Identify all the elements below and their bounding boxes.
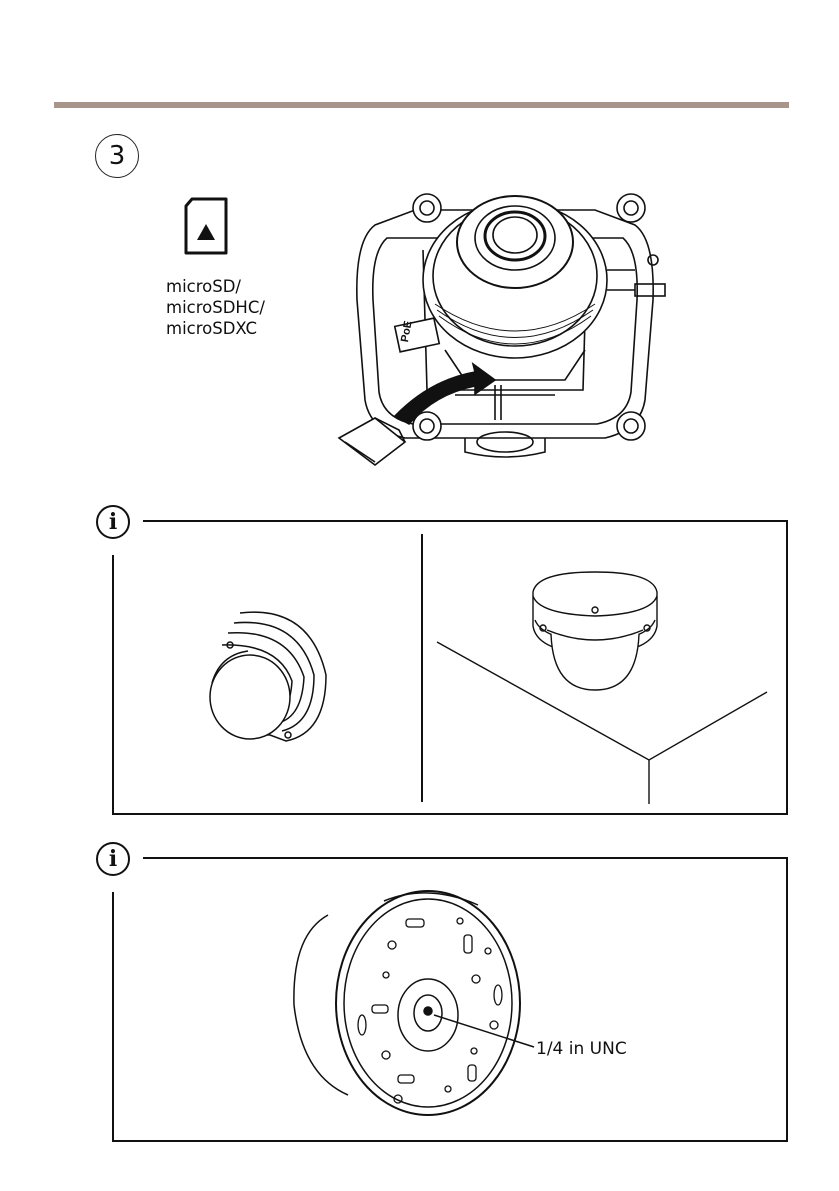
card-type-line: microSDXC — [166, 318, 265, 339]
camera-sd-insertion-illustration: PoE — [335, 180, 675, 475]
box-top-border — [143, 857, 788, 859]
microsd-card-icon — [182, 196, 230, 256]
card-type-line: microSD/ — [166, 276, 265, 297]
info-glyph: i — [109, 846, 117, 872]
step-number: 3 — [109, 141, 126, 171]
box-top-border — [143, 520, 788, 522]
info-icon: i — [96, 505, 130, 539]
box-right-border — [786, 857, 788, 1142]
card-type-line: microSDHC/ — [166, 297, 265, 318]
box-divider — [421, 534, 423, 802]
info-glyph: i — [109, 509, 117, 535]
box-left-border — [112, 892, 114, 1142]
wall-mounted-dome-illustration — [200, 605, 340, 745]
step-number-badge: 3 — [95, 134, 139, 178]
box-bottom-border — [112, 813, 788, 815]
card-type-label: microSD/ microSDHC/ microSDXC — [166, 276, 265, 339]
box-left-border — [112, 555, 114, 815]
box-right-border — [786, 520, 788, 815]
header-rule — [54, 102, 789, 108]
camera-back-plate-illustration — [288, 875, 538, 1125]
ceiling-mounted-dome-illustration — [435, 570, 770, 805]
box-bottom-border — [112, 1140, 788, 1142]
thread-size-label: 1/4 in UNC — [536, 1039, 627, 1059]
info-icon: i — [96, 842, 130, 876]
